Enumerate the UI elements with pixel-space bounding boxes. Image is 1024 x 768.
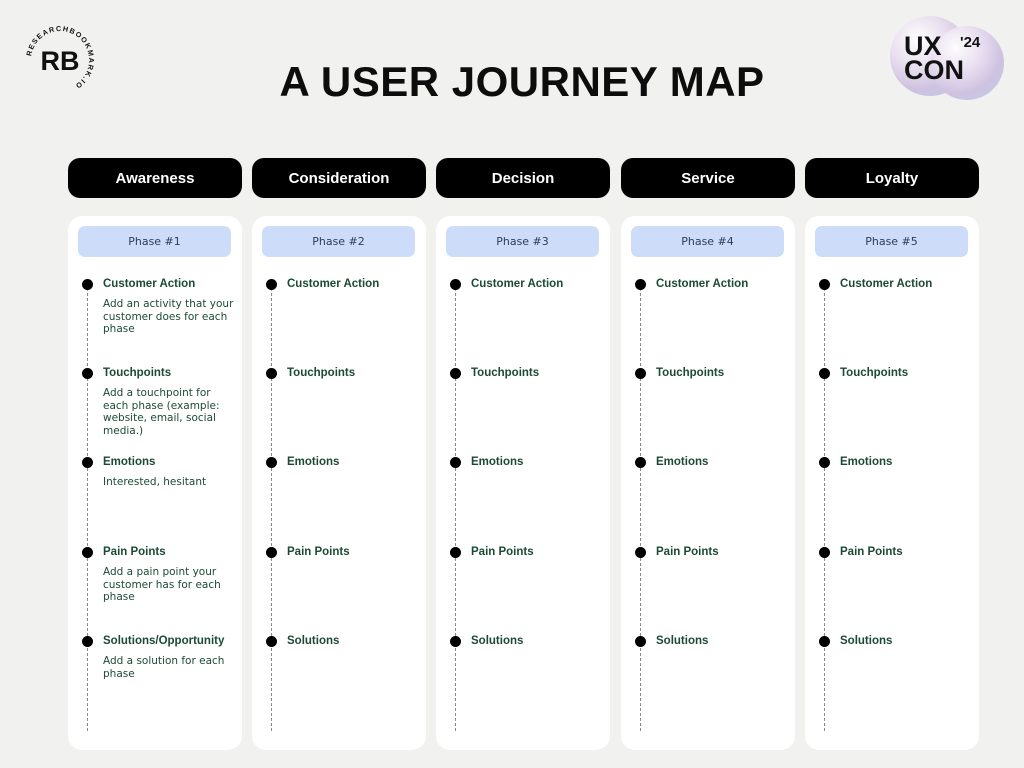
stage-header: Consideration bbox=[252, 158, 426, 198]
section-title: Pain Points bbox=[287, 546, 350, 558]
timeline-line bbox=[640, 283, 641, 731]
timeline-dot bbox=[635, 279, 646, 290]
timeline-line bbox=[87, 283, 88, 731]
timeline-dot bbox=[450, 547, 461, 558]
stage-header: Decision bbox=[436, 158, 610, 198]
section-title: Customer Action bbox=[471, 278, 564, 290]
section-title: Solutions bbox=[287, 635, 340, 647]
logo-bubble bbox=[930, 26, 1004, 100]
timeline-dot bbox=[266, 368, 277, 379]
timeline-dot bbox=[819, 279, 830, 290]
timeline-dot bbox=[266, 547, 277, 558]
uxcon-line2: CON bbox=[904, 55, 964, 85]
timeline-dot bbox=[82, 457, 93, 468]
timeline-dot bbox=[819, 636, 830, 647]
section-title: Pain Points bbox=[103, 546, 166, 558]
timeline-line bbox=[824, 283, 825, 731]
timeline-dot bbox=[82, 279, 93, 290]
timeline-line bbox=[271, 283, 272, 731]
uxcon-line1: UX bbox=[904, 31, 942, 61]
section-title: Customer Action bbox=[287, 278, 380, 290]
section-title: Emotions bbox=[287, 456, 340, 468]
section-title: Touchpoints bbox=[840, 367, 909, 379]
stage-header: Awareness bbox=[68, 158, 242, 198]
phase-label: Phase #2 bbox=[262, 226, 415, 257]
timeline-dot bbox=[635, 457, 646, 468]
section-title: Emotions bbox=[471, 456, 524, 468]
researchbookmark-logo: RESEARCHBOOKMARK.IO RB bbox=[22, 22, 98, 98]
timeline-dot bbox=[450, 279, 461, 290]
timeline-dot bbox=[82, 636, 93, 647]
section-title: Emotions bbox=[840, 456, 893, 468]
section-title: Solutions bbox=[656, 635, 709, 647]
timeline-dot bbox=[450, 368, 461, 379]
timeline-dot bbox=[450, 457, 461, 468]
section-description: Add a touchpoint for each phase (example… bbox=[103, 387, 220, 437]
stage-header: Service bbox=[621, 158, 795, 198]
section-title: Emotions bbox=[656, 456, 709, 468]
section-description: Add a solution for each phase bbox=[103, 655, 225, 680]
section-title: Solutions bbox=[840, 635, 893, 647]
section-title: Pain Points bbox=[471, 546, 534, 558]
timeline-dot bbox=[82, 368, 93, 379]
phase-label: Phase #5 bbox=[815, 226, 968, 257]
phase-label: Phase #4 bbox=[631, 226, 784, 257]
timeline-dot bbox=[266, 636, 277, 647]
phase-label: Phase #3 bbox=[446, 226, 599, 257]
section-description: Interested, hesitant bbox=[103, 476, 207, 488]
section-title: Solutions/Opportunity bbox=[103, 635, 225, 647]
uxcon-logo: UX CON '24 bbox=[886, 16, 1008, 100]
timeline-dot bbox=[450, 636, 461, 647]
section-description: Add an activity that your customer does … bbox=[103, 298, 234, 335]
section-title: Solutions bbox=[471, 635, 524, 647]
section-title: Touchpoints bbox=[656, 367, 725, 379]
timeline-line bbox=[455, 283, 456, 731]
researchbookmark-logo-graphic: RESEARCHBOOKMARK.IO RB bbox=[24, 24, 95, 91]
timeline-dot bbox=[819, 368, 830, 379]
timeline-dot bbox=[635, 547, 646, 558]
timeline-dot bbox=[635, 368, 646, 379]
section-title: Customer Action bbox=[656, 278, 749, 290]
section-description: Add a pain point your customer has for e… bbox=[103, 566, 221, 603]
page-title: A USER JOURNEY MAP bbox=[279, 58, 765, 105]
section-title: Touchpoints bbox=[103, 367, 172, 379]
section-title: Touchpoints bbox=[287, 367, 356, 379]
section-title: Pain Points bbox=[656, 546, 719, 558]
timeline-dot bbox=[635, 636, 646, 647]
section-title: Touchpoints bbox=[471, 367, 540, 379]
timeline-dot bbox=[819, 547, 830, 558]
timeline-dot bbox=[266, 457, 277, 468]
stage-header: Loyalty bbox=[805, 158, 979, 198]
section-title: Pain Points bbox=[840, 546, 903, 558]
section-title: Customer Action bbox=[103, 278, 196, 290]
timeline-dot bbox=[819, 457, 830, 468]
uxcon-wordmark: UX CON bbox=[904, 31, 964, 85]
timeline-dot bbox=[266, 279, 277, 290]
timeline-dot bbox=[82, 547, 93, 558]
section-title: Customer Action bbox=[840, 278, 933, 290]
uxcon-year: '24 bbox=[960, 34, 981, 51]
phase-label: Phase #1 bbox=[78, 226, 231, 257]
logo-monogram: RB bbox=[41, 46, 80, 76]
section-title: Emotions bbox=[103, 456, 156, 468]
